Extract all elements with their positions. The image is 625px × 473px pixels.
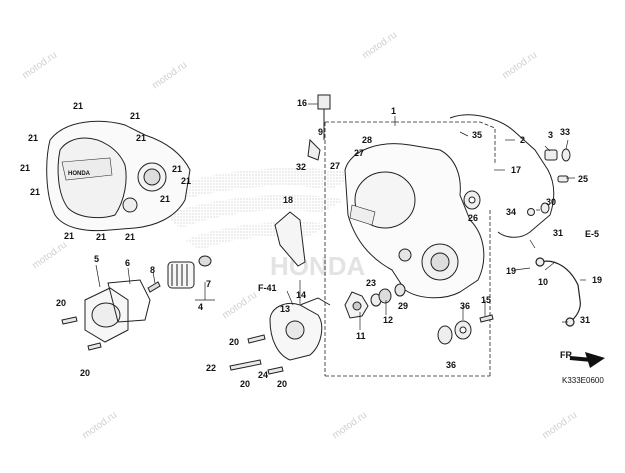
part-label-7: 7 (206, 279, 212, 289)
assembly-box (324, 121, 496, 377)
part-label-21: 21 (20, 163, 31, 173)
part-label-20: 20 (229, 337, 240, 347)
part-label-20: 20 (240, 379, 251, 389)
part-label-16: 16 (297, 98, 308, 108)
part-label-11: 11 (356, 331, 366, 341)
part-label-19: 19 (506, 266, 517, 276)
oil-level-gauge (307, 94, 331, 161)
part-label-4: 4 (198, 302, 204, 312)
part-label-12: 12 (383, 315, 394, 325)
part-label-21: 21 (136, 133, 147, 143)
part-label-21: 21 (28, 133, 39, 143)
part-label-28: 28 (362, 135, 373, 145)
part-label-21: 21 (64, 231, 75, 241)
right-crankcase-cover (344, 143, 485, 299)
impeller (344, 283, 406, 319)
part-label-27: 27 (354, 148, 365, 158)
ref-f41: F-41 (258, 283, 277, 293)
part-label-30: 30 (546, 197, 557, 207)
part-label-21: 21 (130, 111, 141, 121)
water-pump (269, 297, 331, 361)
part-label-13: 13 (280, 304, 291, 314)
part-label-17: 17 (511, 165, 522, 175)
part-label-2: 2 (520, 135, 526, 145)
part-label-21: 21 (73, 101, 84, 111)
part-label-20: 20 (277, 379, 288, 389)
oil-filter (147, 255, 212, 293)
part-label-31: 31 (553, 228, 564, 238)
part-label-21: 21 (125, 232, 136, 242)
part-label-27: 27 (330, 161, 341, 171)
oil-pipe (535, 257, 581, 327)
part-label-15: 15 (481, 295, 492, 305)
part-label-34: 34 (506, 207, 517, 217)
filter-cover (84, 279, 151, 343)
brand-wordmark-watermark: HONDA (270, 251, 366, 281)
part-label-21: 21 (96, 232, 107, 242)
part-label-35: 35 (472, 130, 483, 140)
small-fittings (527, 148, 571, 216)
part-label-29: 29 (398, 301, 409, 311)
part-label-19: 19 (592, 275, 603, 285)
front-arrow (569, 352, 605, 368)
part-label-36: 36 (446, 360, 457, 370)
part-label-25: 25 (578, 174, 589, 184)
part-label-20: 20 (80, 368, 91, 378)
part-label-26: 26 (468, 213, 479, 223)
part-label-20: 20 (56, 298, 67, 308)
part-label-21: 21 (172, 164, 183, 174)
diagram-code: K333E0600 (562, 376, 604, 385)
bolts (61, 314, 494, 375)
part-label-33: 33 (560, 127, 571, 137)
part-label-9: 9 (318, 127, 324, 137)
part-label-21: 21 (160, 194, 171, 204)
part-label-22: 22 (206, 363, 217, 373)
part-label-1: 1 (391, 106, 397, 116)
part-label-36: 36 (460, 301, 471, 311)
bearings (437, 190, 481, 345)
part-label-10: 10 (538, 277, 549, 287)
part-label-5: 5 (94, 254, 100, 264)
cover-emblem-text: HONDA (68, 171, 91, 177)
left-engine-cover (46, 120, 191, 232)
part-label-8: 8 (150, 265, 156, 275)
part-label-23: 23 (366, 278, 377, 288)
ref-e5: E-5 (585, 229, 600, 239)
part-label-24: 24 (258, 370, 269, 380)
part-label-3: 3 (548, 130, 554, 140)
bracket-plate (274, 211, 306, 267)
front-label: FR. (560, 350, 575, 360)
part-label-6: 6 (125, 258, 131, 268)
leader-lines (95, 103, 586, 330)
part-label-31: 31 (580, 315, 591, 325)
gasket (449, 114, 555, 238)
part-label-18: 18 (283, 195, 294, 205)
part-label-32: 32 (296, 162, 307, 172)
part-label-21: 21 (181, 176, 192, 186)
part-label-14: 14 (296, 290, 307, 300)
part-label-21: 21 (30, 187, 41, 197)
